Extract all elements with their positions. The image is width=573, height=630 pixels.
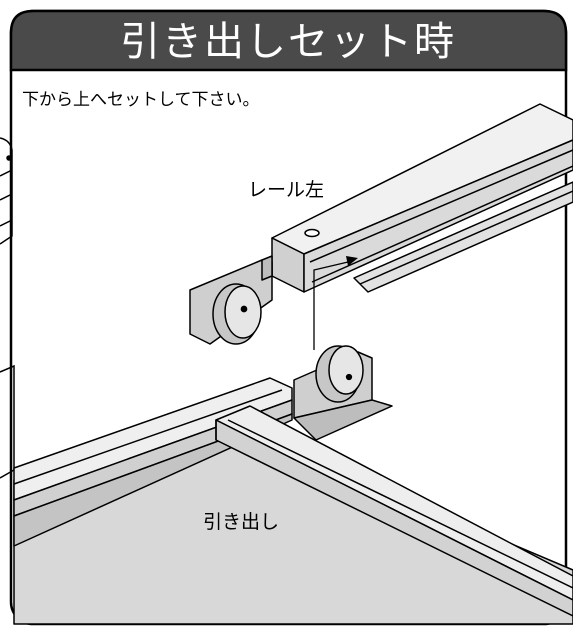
title-bar [9, 9, 568, 72]
page-title: 引き出しセット時 [120, 19, 456, 65]
left-edge-fragments [0, 137, 15, 479]
rail-label: レール左 [248, 179, 324, 201]
drawer-label: 引き出し [203, 511, 279, 533]
instruction-text: 下から上へセットして下さい。 [22, 90, 260, 110]
rail-left-part [189, 103, 573, 345]
insertion-arrow [313, 256, 358, 350]
drawer-part [13, 345, 573, 625]
